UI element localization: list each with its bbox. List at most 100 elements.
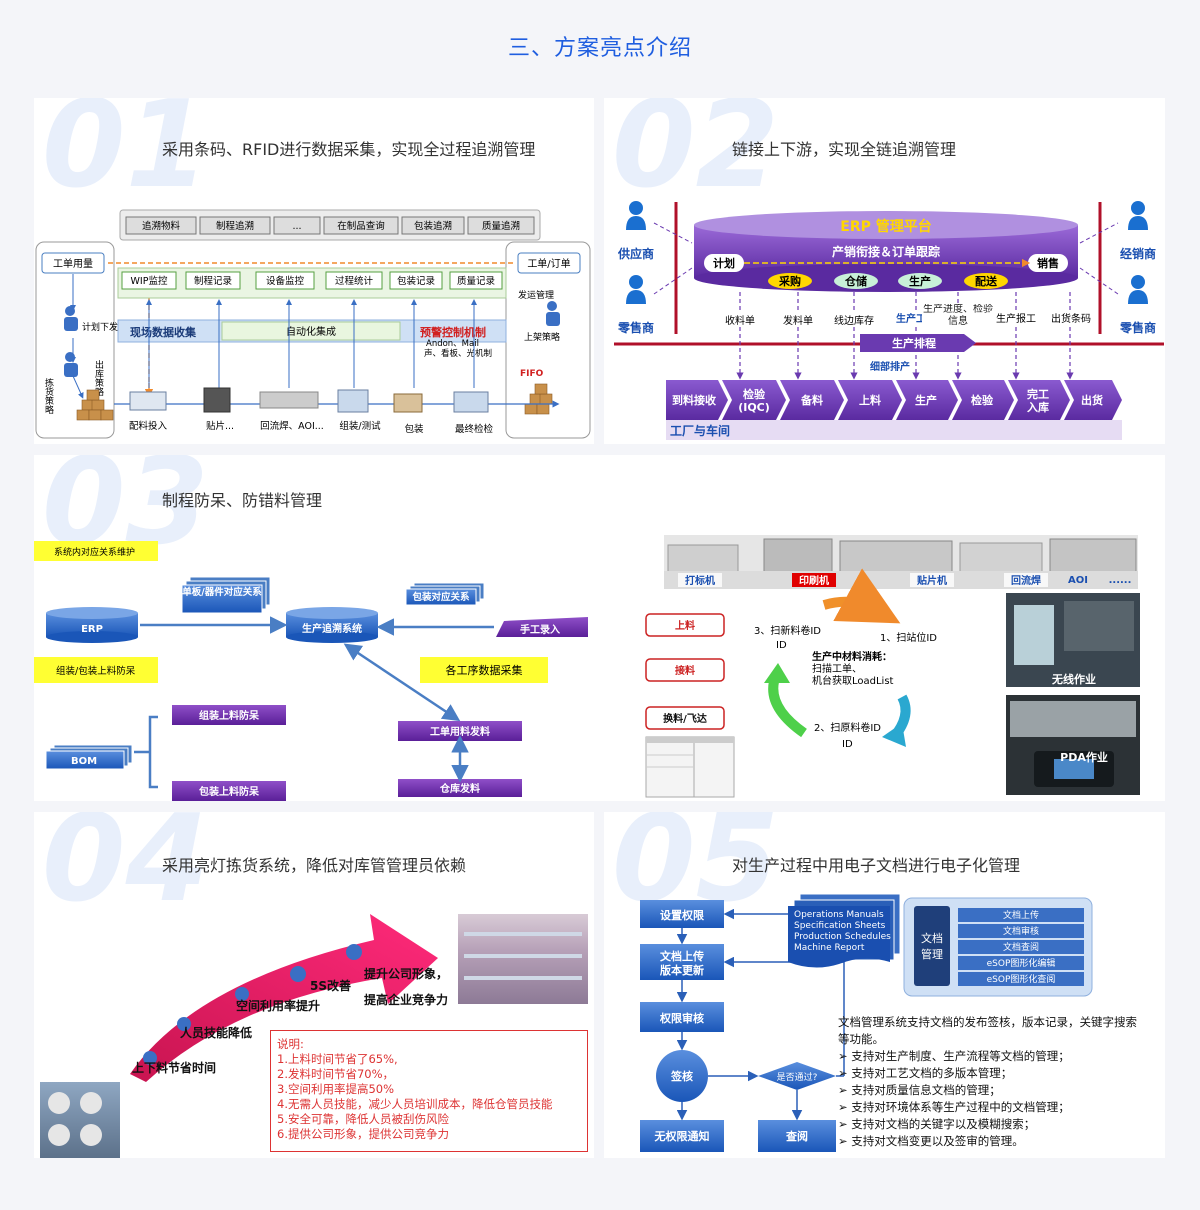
pick-strategy-label: 拣货策略 — [43, 377, 54, 414]
decision-label: 是否通过? — [777, 1071, 818, 1083]
chain-label: 检验 — [971, 393, 994, 407]
foolproof-diagram: 系统内对应关系维护 组装/包装上料防呆 ERP 生产追溯系统 单板/器件对应关系… — [34, 535, 1140, 801]
station-label: 组装/测试 — [339, 420, 381, 432]
station-label: 贴片... — [206, 420, 234, 432]
note-item: 6.提供公司形象，提供公司竞争力 — [277, 1127, 449, 1141]
pack-rel-box: 包装对应关系 — [405, 582, 485, 606]
query-tab: 在制品查询 — [337, 220, 385, 232]
flow-step: 签核 — [670, 1069, 693, 1083]
svg-text:Specification Sheets: Specification Sheets — [794, 921, 886, 931]
schedule-label: 生产排程 — [892, 336, 936, 350]
svg-text:Production Schedules: Production Schedules — [794, 932, 891, 942]
svg-text:版本更新: 版本更新 — [660, 963, 704, 977]
erp-flow: 采购 仓储 生产 配送 — [768, 273, 1008, 289]
light-picking-diagram: 上下料节省时间 人员技能降低 空间利用率提升 5S改善 提升公司形象， 提高企业… — [130, 914, 448, 1082]
svg-text:文档查阅: 文档查阅 — [1003, 941, 1039, 953]
svg-text:eSOP图形化查阅: eSOP图形化查阅 — [987, 973, 1056, 985]
note-item: 4.无需人员技能，减少人员培训成本，降低仓管员技能 — [277, 1097, 553, 1111]
pda-photo: PDA作业 — [1006, 695, 1140, 795]
query-tab: 制程追溯 — [216, 220, 254, 232]
document-flow-diagram: 设置权限 文档上传 版本更新 权限审核 签核 无权限通知 查阅 是否通过? — [640, 893, 1093, 1152]
svg-text:无线作业: 无线作业 — [1051, 672, 1096, 686]
cycle-step: 1、扫站位ID — [880, 631, 937, 644]
auto-label: 自动化集成 — [286, 325, 336, 338]
panel-04: 04 采用亮灯拣货系统，降低对库管管理员依赖 上下料节省时间 人员技能降低 空间… — [34, 812, 594, 1158]
mid-label: 生产进度、检验信息 — [923, 304, 993, 327]
chain-label: 完工 — [1027, 387, 1049, 401]
svg-text:文档上传: 文档上传 — [1003, 909, 1039, 921]
flow-label: 配送 — [975, 274, 998, 288]
software-screenshot — [645, 736, 735, 798]
svg-text:打标机: 打标机 — [685, 574, 715, 587]
station-label: 回流焊、AOI... — [260, 420, 324, 432]
panel-01: 01 采用条码、RFID进行数据采集，实现全过程追溯管理 追溯物料 制程追溯 .… — [34, 98, 594, 444]
mid-labels: 收料单 发料单 线边库存 生产工单 生产进度、检验信息 生产报工 出货条码 — [714, 304, 1098, 334]
panel-number: 04 — [42, 812, 209, 929]
notes-title: 说明: — [277, 1037, 304, 1051]
panel-03: 03 制程防呆、防错料管理 系统内对应关系维护 组装/包装上料防呆 ERP 生产… — [34, 455, 1165, 801]
chain-label: (IQC) — [738, 401, 770, 414]
query-tab: ... — [292, 221, 301, 232]
svg-text:文档审核: 文档审核 — [1003, 925, 1039, 937]
svg-text:提升公司形象，: 提升公司形象， — [364, 966, 448, 981]
doc-items: 文档上传 文档审核 文档查阅 eSOP图形化编辑 eSOP图形化查阅 — [958, 908, 1084, 986]
role-label: 零售商 — [617, 320, 654, 335]
monitor-label: 质量记录 — [457, 275, 496, 287]
collect-label: 各工序数据采集 — [446, 663, 523, 677]
desc-item: ➢ 支持对文档变更以及签审的管理。 — [838, 1134, 1024, 1148]
svg-text:AOI: AOI — [1068, 575, 1088, 586]
cycle-center-line: 扫描工单、 — [812, 662, 862, 675]
out-strategy-label: 出库策略 — [93, 359, 104, 396]
person-icon — [626, 275, 646, 304]
right-box-label: 工单/订单 — [527, 258, 570, 270]
chain-label: 到料接收 — [672, 393, 716, 407]
desc-intro: 文档管理系统支持文档的发布签核，版本记录，关键字搜索等功能。 — [838, 1015, 1137, 1046]
query-tab: 质量追溯 — [482, 220, 520, 232]
mid-label: 线边库存 — [834, 314, 874, 327]
note-item: 3.空间利用率提高50% — [277, 1082, 395, 1096]
panel-05: 05 对生产过程中用电子文档进行电子化管理 设置权限 文档上传 版本更新 权限审… — [604, 812, 1165, 1158]
pack-proof-label: 包装上料防呆 — [199, 785, 260, 798]
panel-02: 02 链接上下游，实现全链追溯管理 ERP 管理平台 产销衔接＆订单跟踪 计划 … — [604, 98, 1165, 444]
worker-icon — [546, 301, 560, 326]
station-label: 最终检检 — [455, 423, 494, 435]
svg-text:ID: ID — [776, 640, 787, 651]
wireless-photo: 无线作业 — [1006, 593, 1140, 687]
chain-label: 备料 — [800, 393, 823, 407]
station-machines — [129, 387, 489, 413]
worker-icon — [64, 352, 78, 377]
svg-text:人员技能降低: 人员技能降低 — [180, 1025, 252, 1040]
ship-mgmt-label: 发运管理 — [518, 289, 554, 301]
shelf-strategy-label: 上架策略 — [524, 331, 560, 343]
page-title: 三、方案亮点介绍 — [507, 36, 692, 61]
desc-item: ➢ 支持对工艺文档的多版本管理； — [838, 1066, 1013, 1080]
fifo-label: FIFO — [520, 369, 544, 379]
svg-text:回流焊: 回流焊 — [1011, 574, 1041, 587]
monitor-label: 过程统计 — [335, 275, 374, 287]
chain-label: 生产 — [915, 393, 937, 407]
note-item: 1.上料时间节省了65%, — [277, 1052, 398, 1066]
notes-box: 说明: 1.上料时间节省了65%, 2.发料时间节省70%， 3.空间利用率提高… — [270, 1030, 588, 1152]
svg-text:Operations Manuals: Operations Manuals — [794, 910, 884, 920]
trace-diagram: 追溯物料 制程追溯 ... 在制品查询 包装追溯 质量追溯 工单用量 工单/订单… — [35, 209, 591, 439]
plan-down-label: 计划下发 — [82, 321, 118, 333]
worker-icon — [64, 306, 78, 331]
desc-item: ➢ 支持对质量信息文档的管理； — [838, 1083, 1001, 1097]
svg-text:文档: 文档 — [921, 931, 943, 945]
desc-item: ➢ 支持对环境体系等生产过程中的文档管理； — [838, 1100, 1070, 1114]
chain-label: 出货 — [1081, 393, 1103, 407]
asm-proof-label: 组装上料防呆 — [199, 709, 260, 722]
left-box-label: 工单用量 — [53, 258, 93, 270]
supply-chain-diagram: ERP 管理平台 产销衔接＆订单跟踪 计划 销售 采购 仓储 生产 配送 供应商… — [614, 201, 1164, 440]
cycle-step: 2、扫原料卷ID — [814, 721, 881, 734]
monitor-label: 包装记录 — [397, 275, 436, 287]
role-label: 供应商 — [617, 246, 654, 261]
op-label: 上料 — [675, 619, 695, 632]
smt-line-image — [664, 535, 1138, 589]
query-tab: 追溯物料 — [142, 220, 181, 232]
wh-issue-label: 仓库发料 — [439, 782, 480, 795]
warehouse-photo — [458, 914, 588, 1004]
panel-title: 采用条码、RFID进行数据采集，实现全过程追溯管理 — [162, 140, 536, 159]
flow-step: 无权限通知 — [654, 1129, 710, 1143]
svg-text:贴片机: 贴片机 — [916, 574, 947, 587]
